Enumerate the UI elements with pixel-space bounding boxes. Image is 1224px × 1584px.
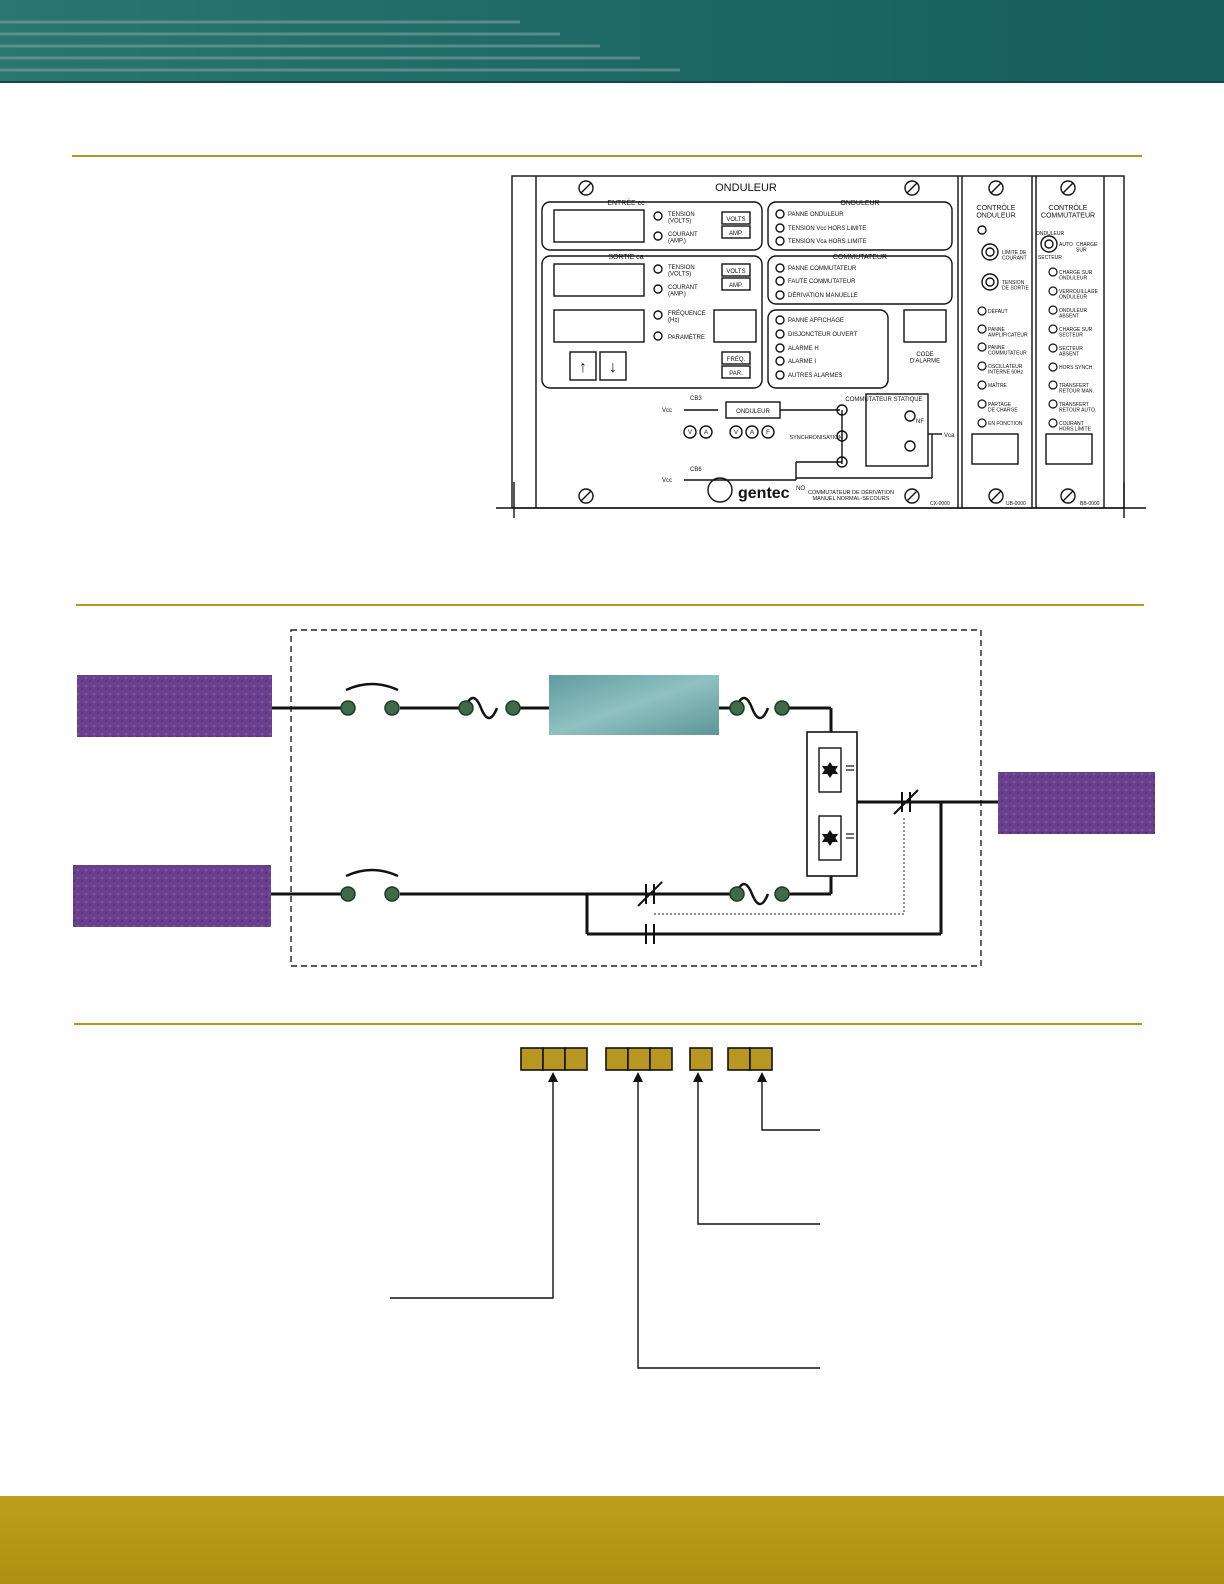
code-box-3 <box>564 1047 588 1071</box>
amp-button-out[interactable]: AMP. <box>729 283 743 289</box>
down-arrow-icon[interactable]: ↓ <box>609 359 617 376</box>
mimic-cb3: CB3 <box>690 396 702 402</box>
sortie-row-3: FRÉQUENCE(Hz) <box>668 310 706 324</box>
load-output-block <box>998 772 1155 834</box>
alarm-item-1: PANNE AFFICHAGE <box>788 318 844 324</box>
freq-button[interactable]: FRÉQ. <box>727 356 746 363</box>
header-stripes <box>0 20 680 72</box>
code-box-9 <box>749 1047 773 1071</box>
sortie-row-1: TENSION(VOLTS) <box>668 265 695 278</box>
source-dc-block <box>77 675 272 737</box>
part-main: CX-0000 <box>930 501 950 507</box>
up-arrow-icon[interactable]: ↑ <box>579 359 587 376</box>
commutateur-item-1: PANNE COMMUTATEUR <box>788 266 857 272</box>
alarm-item-3: ALARME H <box>788 346 819 352</box>
mimic-cb6: CB6 <box>690 467 702 473</box>
ctrl-com-knob-left: ONDULEUR <box>1036 231 1064 237</box>
ctrl-com-knob-bottom: SECTEUR <box>1038 255 1062 261</box>
par-button[interactable]: PAR. <box>729 371 743 377</box>
ctrl-ond-led-7: EN FONCTION <box>988 421 1023 427</box>
onduleur-item-3: TENSION Vca HORS LIMITE <box>788 239 867 245</box>
mimic-meter-a-out: A <box>750 430 754 436</box>
section-rule-3 <box>74 1023 1142 1025</box>
mimic-meter-v-in: V <box>688 430 692 436</box>
code-box-5 <box>627 1047 651 1071</box>
entree-row-1: TENSION(VOLTS) <box>668 212 695 225</box>
ctrl-ond-part: UB-0000 <box>1006 501 1026 507</box>
amp-button-in[interactable]: AMP. <box>729 231 743 237</box>
code-box-8 <box>727 1047 751 1071</box>
commutateur-group-label: COMMUTATEUR <box>833 254 887 261</box>
mimic-onduleur-box: ONDULEUR <box>736 409 770 415</box>
mimic-vcc-1: Vcc <box>662 408 672 414</box>
entree-label: ENTRÉE cc <box>607 198 645 207</box>
mimic-meter-f-out: F <box>766 430 770 436</box>
onduleur-group-label: ONDULEUR <box>840 200 879 207</box>
volts-button-in[interactable]: VOLTS <box>726 217 745 223</box>
panel-title: ONDULEUR <box>715 182 777 194</box>
code-box-2 <box>542 1047 566 1071</box>
code-box-4 <box>605 1047 629 1071</box>
mimic-commutateur: COMMUTATEUR STATIQUE <box>845 397 922 403</box>
alarm-item-5: AUTRES ALARMES <box>788 373 842 379</box>
alarm-item-2: DISJONCTEUR OUVERT <box>788 332 858 338</box>
system-schematic <box>73 629 1155 967</box>
commutateur-item-3: DÉRIVATION MANUELLE <box>788 292 858 299</box>
mimic-vca: Vca <box>944 433 955 439</box>
ctrl-ond-led-1: DÉFAUT <box>988 308 1008 315</box>
front-panel-drawing: ONDULEUR ENTRÉE cc SORTIE ca ONDULEUR CO… <box>496 175 1146 518</box>
ctrl-com-led-6: HORS SYNCH. <box>1059 365 1094 371</box>
model-code-diagram <box>390 1047 820 1369</box>
sortie-label: SORTIE ca <box>608 254 643 261</box>
code-box-6 <box>649 1047 673 1071</box>
mimic-synchro: SYNCHRONISATION <box>789 435 842 441</box>
entree-row-2: COURANT(AMP.) <box>668 232 698 245</box>
onduleur-item-1: PANNE ONDULEUR <box>788 212 844 218</box>
section-rule-2 <box>76 604 1144 606</box>
header-band <box>0 0 1224 83</box>
source-ac-block <box>73 865 271 927</box>
ctrl-com-part: BB-0000 <box>1080 501 1100 507</box>
ctrl-ond-led-5: MAÎTRE <box>988 382 1008 389</box>
brand-logo: gentec <box>738 485 790 502</box>
onduleur-item-2: TENSION Vcc HORS LIMITE <box>788 226 866 232</box>
sortie-row-2: COURANT(AMP.) <box>668 285 698 298</box>
section-rule-1 <box>72 155 1142 157</box>
code-box-1 <box>520 1047 544 1071</box>
commutateur-item-2: FAUTE COMMUTATEUR <box>788 279 856 285</box>
footer-band <box>0 1496 1224 1584</box>
mimic-no: NO <box>796 486 805 492</box>
mimic-nf: NF <box>916 419 924 425</box>
mimic-vcc-2: Vcc <box>662 478 672 484</box>
sortie-row-4: PARAMÈTRE <box>668 334 705 341</box>
code-box-7 <box>689 1047 713 1071</box>
ctrl-com-knob-right: AUTO <box>1059 242 1073 248</box>
inverter-block <box>549 675 719 735</box>
volts-button-out[interactable]: VOLTS <box>726 269 745 275</box>
mimic-meter-v-out: V <box>734 430 738 436</box>
alarm-item-4: ALARME I <box>788 359 816 365</box>
mimic-meter-a-in: A <box>704 430 708 436</box>
